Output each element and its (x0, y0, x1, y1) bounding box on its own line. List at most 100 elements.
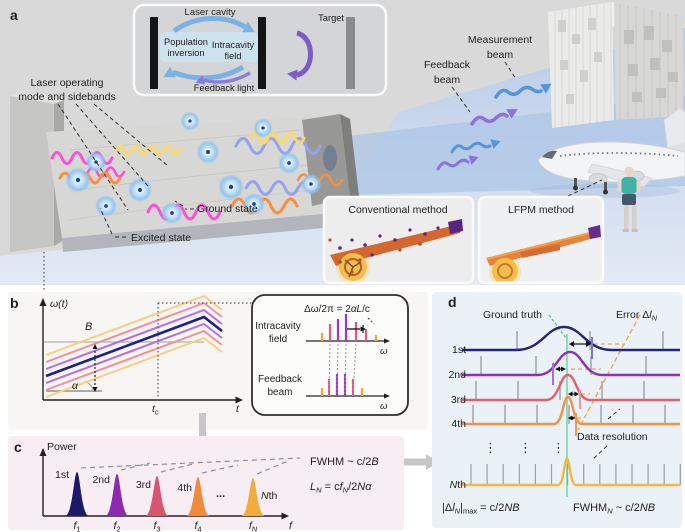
feedback-beam-arrow (470, 109, 518, 126)
curve-4th (462, 395, 680, 426)
bandwidth-label: B (85, 321, 92, 333)
conventional-method-box: Conventional method (322, 195, 475, 285)
correlation-curves (462, 325, 680, 487)
ticks-row-n (470, 464, 681, 485)
row-2nd-label: 2nd (448, 369, 466, 381)
target-label: Target (318, 13, 344, 23)
intracavity-field-label2: field (224, 51, 241, 61)
tc-label: tc (152, 403, 159, 417)
error-arrows (555, 341, 591, 421)
order-1st-label: 1st (55, 469, 69, 481)
panel-b-label: b (10, 295, 19, 311)
gain-cycle-arrows (163, 15, 255, 81)
freq-label-2: f2 (113, 520, 120, 532)
feedback-beam-label2: beam (434, 74, 461, 86)
vertical-dots-2: ⋮ (519, 440, 532, 455)
freq-label-1: f1 (73, 520, 80, 532)
panel-b: b ω(t) B α tc t Δω/2π (8, 292, 428, 449)
shift-formula: Δω/2π = 2αL/c (304, 304, 370, 315)
panel-d: d Ground truth Error ΔlN 1st 2nd 3rd 4th… (432, 292, 682, 528)
feedback-light-label: Feedback light (194, 83, 255, 93)
power-axis-label: Power (47, 441, 77, 453)
population-inversion-label2: inversion (167, 48, 204, 58)
comb-connectors (328, 343, 357, 394)
inset-intracavity-label2: field (269, 334, 287, 345)
excited-state-label: Excited state (131, 232, 191, 244)
row-nth-label: Nth (450, 479, 467, 491)
freq-label-3: f3 (153, 520, 160, 532)
order-nth-label: Nth (261, 490, 278, 502)
peak-4th (186, 477, 210, 516)
freq-label-4: f4 (194, 520, 201, 532)
order-2nd-label: 2nd (92, 474, 110, 486)
bandwidth-arrow (92, 344, 98, 392)
beam-arrows (436, 83, 552, 171)
peak-nth (241, 478, 265, 516)
feedback-light-arrow (195, 71, 251, 85)
peak-2nd (105, 474, 129, 516)
panel-c-label: c (14, 439, 22, 455)
measurement-beam-label: Measurement (468, 34, 532, 46)
intracavity-comb (306, 314, 390, 344)
lfpm-pointcloud (486, 225, 601, 281)
ticks-row-4 (472, 405, 666, 424)
conventional-pointcloud (328, 219, 463, 281)
measurement-beam-arrow (494, 83, 552, 99)
t-axis-label: t (236, 403, 240, 415)
fwhm-dashed-fan (80, 457, 301, 475)
error-label: Error ΔlN (616, 309, 658, 323)
data-resolution-leader-up (607, 408, 621, 420)
fwhm-formula: FWHM ~ c/2B (310, 456, 379, 468)
cavity-mirror-right (258, 17, 266, 89)
mode-sidebands-label: Laser operating (31, 77, 104, 89)
order-3rd-label: 3rd (136, 479, 151, 491)
target-bar (346, 17, 355, 89)
lfpm-method-title: LFPM method (508, 204, 574, 216)
inset-feedback-label2: beam (267, 387, 292, 398)
alpha-label: α (72, 380, 79, 392)
panel-a-label: a (10, 7, 18, 23)
row-3rd-label: 3rd (451, 394, 466, 406)
vertical-dots-1: ⋮ (484, 440, 497, 455)
measurement-beam-arrow-lower (450, 139, 501, 154)
ticks-row-3 (475, 381, 645, 400)
measurement-beam-label2: beam (487, 49, 514, 61)
vertical-dots-3: ⋮ (552, 440, 565, 455)
conventional-method-title: Conventional method (348, 204, 447, 216)
peak-1st (65, 472, 89, 516)
panel-c-background (8, 436, 404, 530)
inset-intracavity-label: Intracavity (255, 321, 301, 332)
panel-c: c Power 1st 2nd 3rd 4th ... Nth f1 f2 f3… (8, 436, 439, 532)
comb-inset: Δω/2π = 2αL/c Intracavity field Feedback… (251, 294, 409, 416)
laser-cavity-title: Laser cavity (184, 7, 235, 18)
laser-cavity-inset: Laser cavity Population inversion Intrac… (132, 3, 388, 97)
fwhm-n-formula: FWHMN ~ c/2NB (573, 502, 655, 516)
row-4th-label: 4th (451, 418, 466, 430)
leader-lines (43, 61, 603, 292)
order-dots: ... (216, 488, 225, 500)
feedback-beam-label: Feedback (424, 59, 471, 71)
lfpm-method-box: LFPM method (477, 195, 605, 285)
mode-sidebands-label2: mode and sidebands (18, 91, 116, 103)
curve-1st (462, 325, 680, 352)
building (548, 2, 683, 128)
row-1st-label: 1st (452, 344, 466, 356)
data-resolution-label: Data resolution (577, 431, 648, 443)
population-inversion-label: Population (164, 37, 208, 47)
chirp-graph: ω(t) B α tc t (39, 294, 252, 417)
chirp-lines (45, 294, 223, 398)
panel-a: Laser cavity Population inversion Intrac… (0, 0, 685, 292)
panel-d-label: d (448, 294, 457, 310)
omega-axis-label: ω(t) (50, 298, 68, 310)
curve-nth (462, 457, 680, 487)
curve-2nd (462, 350, 680, 377)
max-error-formula: |ΔlN|max = c/2NB (442, 502, 520, 516)
f-axis-label: f (289, 520, 293, 532)
feedback-beam-arrow-lower (436, 155, 479, 171)
omega-label-bottom: ω (380, 401, 388, 412)
intracavity-field-label: Intracavity (212, 40, 255, 50)
person (617, 166, 641, 232)
ground-truth-label: Ground truth (483, 309, 542, 321)
round-trip-beam-arrow (287, 30, 313, 81)
